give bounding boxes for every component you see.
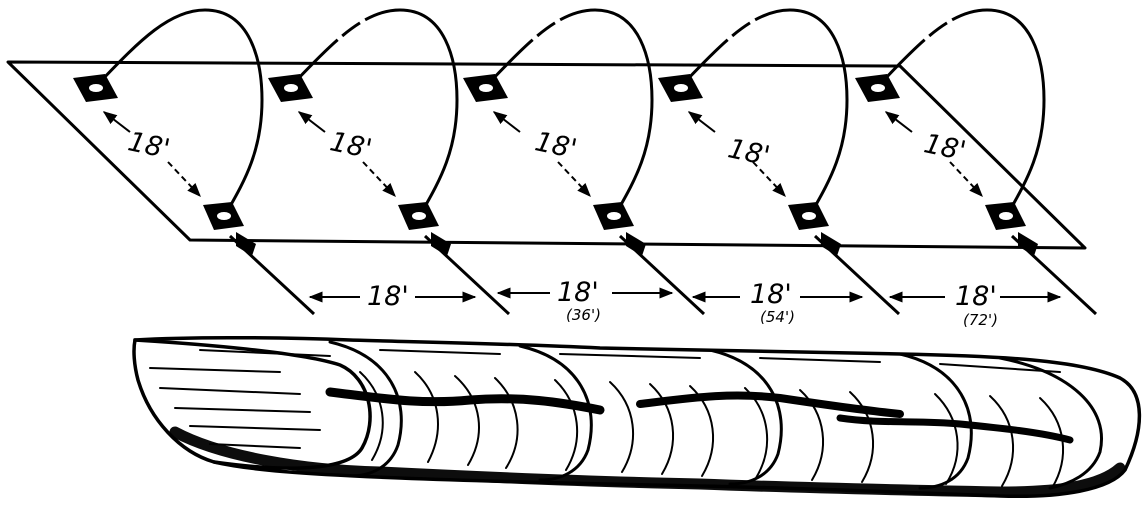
rolled-tube-illustration	[132, 335, 1142, 499]
spacing-cumulative-4: (72')	[963, 311, 998, 329]
spacing-labels: 18' 18' (36') 18' (54') 18' (72')	[308, 277, 1062, 329]
sheet-label-5: 18'	[921, 128, 968, 167]
spacing-label-4: 18'	[955, 281, 997, 312]
strut-anchor	[821, 232, 841, 256]
sheet-label-3: 18'	[532, 126, 579, 165]
arched-cable	[98, 8, 264, 211]
fastener-hole	[674, 84, 688, 92]
fastener-hole	[479, 84, 493, 92]
dimension-arrow	[362, 161, 396, 198]
spacing-cumulative-2: (36')	[566, 306, 601, 324]
arched-cable	[880, 8, 1046, 211]
fastener-hole	[871, 84, 885, 92]
dimension-arrow	[297, 111, 326, 133]
spacing-label-3: 18'	[750, 279, 792, 310]
fastener-hole	[607, 212, 621, 220]
dimension-arrow	[752, 161, 786, 198]
fastener-hole	[802, 212, 816, 220]
strut-anchor	[1018, 232, 1038, 256]
spacing-label-1: 18'	[367, 281, 409, 312]
rib-modules	[73, 8, 1098, 316]
rib-module	[855, 8, 1098, 316]
arched-cable	[293, 8, 459, 211]
strut-anchor	[431, 232, 451, 256]
dimension-arrow	[557, 161, 591, 198]
rib-module	[463, 8, 706, 316]
arched-cable	[683, 8, 849, 211]
fastener-hole	[284, 84, 298, 92]
fastener-hole	[412, 212, 426, 220]
fastener-hole	[999, 212, 1013, 220]
rib-module	[658, 8, 901, 316]
sheet-label-1: 18'	[125, 126, 172, 165]
fastener-hole	[89, 84, 103, 92]
rib-module	[73, 8, 316, 316]
dimension-arrow	[102, 111, 131, 133]
fastener-hole	[217, 212, 231, 220]
strut-anchor	[236, 232, 256, 256]
rib-module	[268, 8, 511, 316]
dimension-arrow	[949, 161, 983, 198]
arched-cable	[488, 8, 654, 211]
spacing-label-2: 18'	[557, 277, 599, 308]
sheet-label-4: 18'	[725, 133, 772, 172]
spacing-cumulative-3: (54')	[760, 308, 795, 326]
strut-anchor	[626, 232, 646, 256]
dimension-arrow	[492, 111, 521, 133]
dimension-arrow	[884, 111, 913, 133]
sheet-label-2: 18'	[327, 126, 374, 165]
dimension-arrow	[687, 111, 716, 133]
flat-sheet	[6, 60, 1087, 250]
dimension-arrow	[167, 161, 201, 198]
